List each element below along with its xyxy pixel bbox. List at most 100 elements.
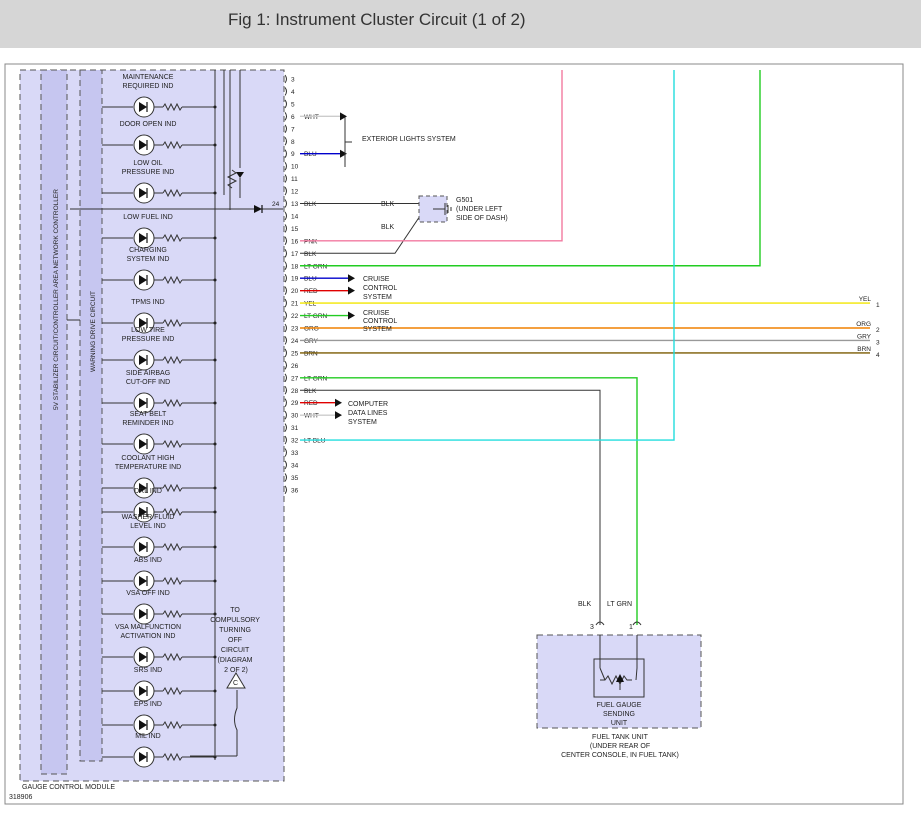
pin-wire-color: PNK [304, 238, 318, 245]
pin-wire-color: YEL [304, 301, 317, 308]
pin-wire-color: WHT [304, 413, 319, 420]
pin-19: 19 BLU [284, 273, 317, 283]
pin-4: 4 [284, 87, 295, 96]
pin-number: 15 [291, 226, 299, 233]
pin-number: 9 [291, 151, 295, 158]
pin-number: 4 [291, 89, 295, 96]
pin-number: 23 [291, 326, 299, 333]
warning-drive-block [79, 69, 103, 762]
right-edge-wire: ORG [856, 321, 871, 328]
pin-number: 11 [291, 176, 298, 183]
wire-18-ltgrn [300, 70, 761, 267]
pin-number: 29 [291, 400, 299, 407]
pin-wire-color: BLU [304, 276, 317, 283]
pin-26: 26 [284, 361, 299, 370]
ground-name: G501 [456, 197, 473, 204]
indicator-vsa-off-ind: VSA OFF IND [102, 590, 217, 625]
fuel-pin-right: 1 [629, 624, 633, 631]
pin-8: 8 [284, 136, 295, 146]
warning-drive-label: WARNING DRIVE CIRCUIT [90, 291, 97, 372]
pin-number: 24 [291, 338, 299, 345]
indicator-label: VSA OFF IND [126, 590, 170, 597]
right-edge-num: 2 [876, 327, 880, 334]
pin-number: 35 [291, 475, 299, 482]
pin-number: 8 [291, 139, 295, 146]
indicator-srs-ind: SRS IND [102, 667, 217, 702]
indicator-drl-ind: DRL IND [102, 488, 217, 523]
compulsory-link [234, 690, 238, 756]
wire-28-blk [300, 389, 601, 625]
pin-number: 14 [291, 213, 299, 220]
pin-number: 20 [291, 288, 299, 295]
pin-number: 10 [291, 164, 299, 171]
pin-wire-color: ORG [304, 326, 319, 333]
pin-wire-color: LT GRN [304, 375, 328, 382]
diagram-border [4, 63, 904, 805]
page-header: Fig 1: Instrument Cluster Circuit (1 of … [0, 0, 921, 48]
pin-wire-color: BLK [304, 388, 317, 395]
pin-wire-color: BLK [304, 201, 317, 208]
right-edge-wire: GRY [857, 333, 872, 340]
pin-11: 11 [284, 174, 298, 183]
pin-number: 13 [291, 201, 299, 208]
pin-number: 33 [291, 450, 299, 457]
fuel-wire-right-label: LT GRN [607, 601, 632, 608]
pin-wire-color: WHT [304, 114, 319, 121]
pin-12: 12 [284, 186, 299, 196]
pin-25: 25 BRN [284, 348, 318, 357]
pin-35: 35 [284, 473, 299, 482]
indicator-label: DRL IND [134, 488, 162, 495]
wiring-diagram: 5V STABILIZER CIRCUIT/CONTROLLER AREA NE… [4, 63, 904, 805]
right-edge-num: 4 [876, 352, 880, 359]
indicator-label: DOOR OPEN IND [120, 121, 177, 128]
pin24-label: 24 [272, 201, 280, 208]
module-name: GAUGE CONTROL MODULE [22, 784, 115, 791]
pin-number: 19 [291, 276, 299, 283]
right-edge-num: 1 [876, 302, 880, 309]
fuel-lead-right-h [635, 667, 638, 681]
indicator-label: EPS IND [134, 701, 162, 708]
pin-13: 13 BLK [284, 199, 317, 208]
resistor-symbol [226, 169, 238, 189]
can-controller-block [40, 69, 68, 775]
pin-number: 5 [291, 101, 295, 108]
wire-32-ltblu [300, 70, 675, 441]
pin-10: 10 [284, 161, 299, 171]
wire-16-pnk [300, 70, 563, 242]
pin-number: 25 [291, 350, 299, 357]
ground-wire-label-a: BLK [381, 201, 395, 208]
indicator-low-fuel-ind: LOW FUEL IND [102, 214, 217, 249]
pin-number: 26 [291, 363, 299, 370]
diagram-id: 318906 [9, 794, 32, 801]
fuel-lead-left-h [599, 667, 606, 681]
indicator-label: ABS IND [134, 557, 162, 564]
indicator-tpms-ind: TPMS IND [102, 299, 217, 334]
indicator-mil-ind: MIL IND [102, 733, 217, 768]
pin-wire-color: BRN [304, 350, 318, 357]
